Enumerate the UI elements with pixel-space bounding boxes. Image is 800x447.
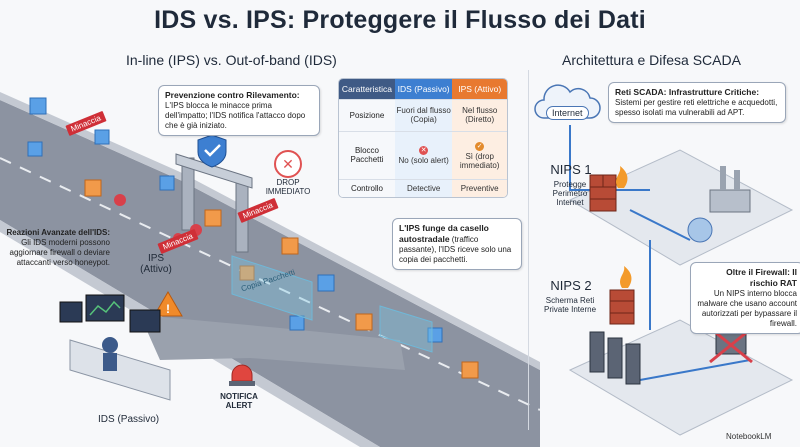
branch-road (140, 315, 405, 370)
divider (528, 70, 529, 430)
table-cell-text: Sì (drop immediato) (459, 151, 500, 170)
scada-callout: Reti SCADA: Infrastrutture Critiche: Sis… (608, 82, 786, 123)
page-title: IDS vs. IPS: Proteggere il Flusso dei Da… (154, 6, 646, 34)
ids-adv-text: Gli IDS moderni possono aggiornare firew… (9, 238, 111, 267)
table-header-feature: Caratteristica (339, 79, 395, 100)
ids-workstation (59, 294, 171, 401)
table-cell: Controllo (339, 179, 395, 197)
table-cell: Preventive (452, 179, 507, 197)
ids-adv-title: Reazioni Avanzate dell'IDS: (6, 228, 110, 237)
table-row: Posizione Fuori dal flusso (Copia) Nel f… (339, 99, 507, 132)
scada-text: Sistemi per gestire reti elettriche e ac… (615, 98, 778, 117)
server-rack-icon (589, 331, 641, 385)
table-cell: ✕No (solo alert) (394, 130, 453, 180)
table-cell-text: No (solo alert) (398, 156, 449, 166)
table-header-ids: IDS (Passivo) (394, 79, 453, 100)
brand-label: NotebookLM (726, 432, 772, 441)
scada-title: Reti SCADA: Infrastrutture Critiche: (615, 87, 760, 97)
check-icon: ✓ (475, 141, 485, 151)
table-header-ips: IPS (Attivo) (452, 79, 507, 100)
plant-icon (687, 166, 751, 243)
casello-callout: L'IPS funge da casello autostradale (tra… (392, 218, 522, 270)
right-subtitle: Architettura e Difesa SCADA (562, 52, 741, 68)
notifica-label: NOTIFICA ALERT (220, 392, 258, 410)
ids-label: IDS (Passivo) (98, 414, 160, 425)
left-subtitle: In-line (IPS) vs. Out-of-band (IDS) (126, 52, 337, 68)
data-packets (27, 97, 479, 379)
drop-label: DROP IMMEDIATO (265, 178, 311, 196)
casello-title: L'IPS funge da casello autostradale (399, 223, 489, 244)
table-cell: Blocco Pacchetti (339, 130, 395, 180)
highway-scene: ! (0, 92, 540, 447)
table-cell: Detective (394, 179, 453, 197)
svg-text:!: ! (166, 302, 170, 316)
scada-scene (534, 84, 794, 436)
table-cell: Posizione (339, 99, 395, 132)
drop-icon: ✕ (274, 150, 302, 178)
firewall-icon-2 (609, 266, 635, 325)
table-cell: Fuori dal flusso (Copia) (394, 99, 453, 132)
table-row: Blocco Pacchetti ✕No (solo alert) ✓Sì (d… (339, 130, 507, 180)
table-cell: ✓Sì (drop immediato) (452, 130, 507, 180)
table-cell: Nel flusso (Diretto) (452, 99, 507, 132)
nips1-title: NIPS 1 (550, 162, 592, 177)
prevention-text: L'IPS blocca le minacce prima dell'impat… (165, 101, 306, 130)
prevention-callout: Prevenzione contro Rilevamento: L'IPS bl… (158, 85, 320, 136)
copy-box (231, 255, 313, 321)
nips2-desc: Schermа Reti Private Interne (543, 296, 597, 314)
table-row: Controllo Detective Preventive (339, 179, 507, 197)
casello-text: (traffico passante), l'IDS riceve solo u… (399, 235, 512, 264)
nips1-desc: Protegge Perimetro Internet (552, 180, 588, 207)
comparison-table: Caratteristica IDS (Passivo) IPS (Attivo… (338, 78, 508, 198)
rat-title: Oltre il Firewall: Il rischio RAT (726, 267, 797, 288)
rat-text: Un NIPS interno blocca malware che usano… (697, 289, 797, 328)
ids-adv-callout: Reazioni Avanzate dell'IDS: Gli IDS mode… (2, 228, 110, 268)
internet-label: Internet (546, 106, 589, 120)
main-road (0, 100, 540, 447)
cross-icon: ✕ (419, 146, 429, 156)
firewall-icon-1 (589, 166, 628, 212)
ips-label: IPS (Attivo) (140, 253, 172, 275)
nips2-title: NIPS 2 (550, 278, 592, 293)
rat-callout: Oltre il Firewall: Il rischio RAT Un NIP… (690, 262, 800, 334)
prevention-title: Prevenzione contro Rilevamento: (165, 90, 300, 100)
